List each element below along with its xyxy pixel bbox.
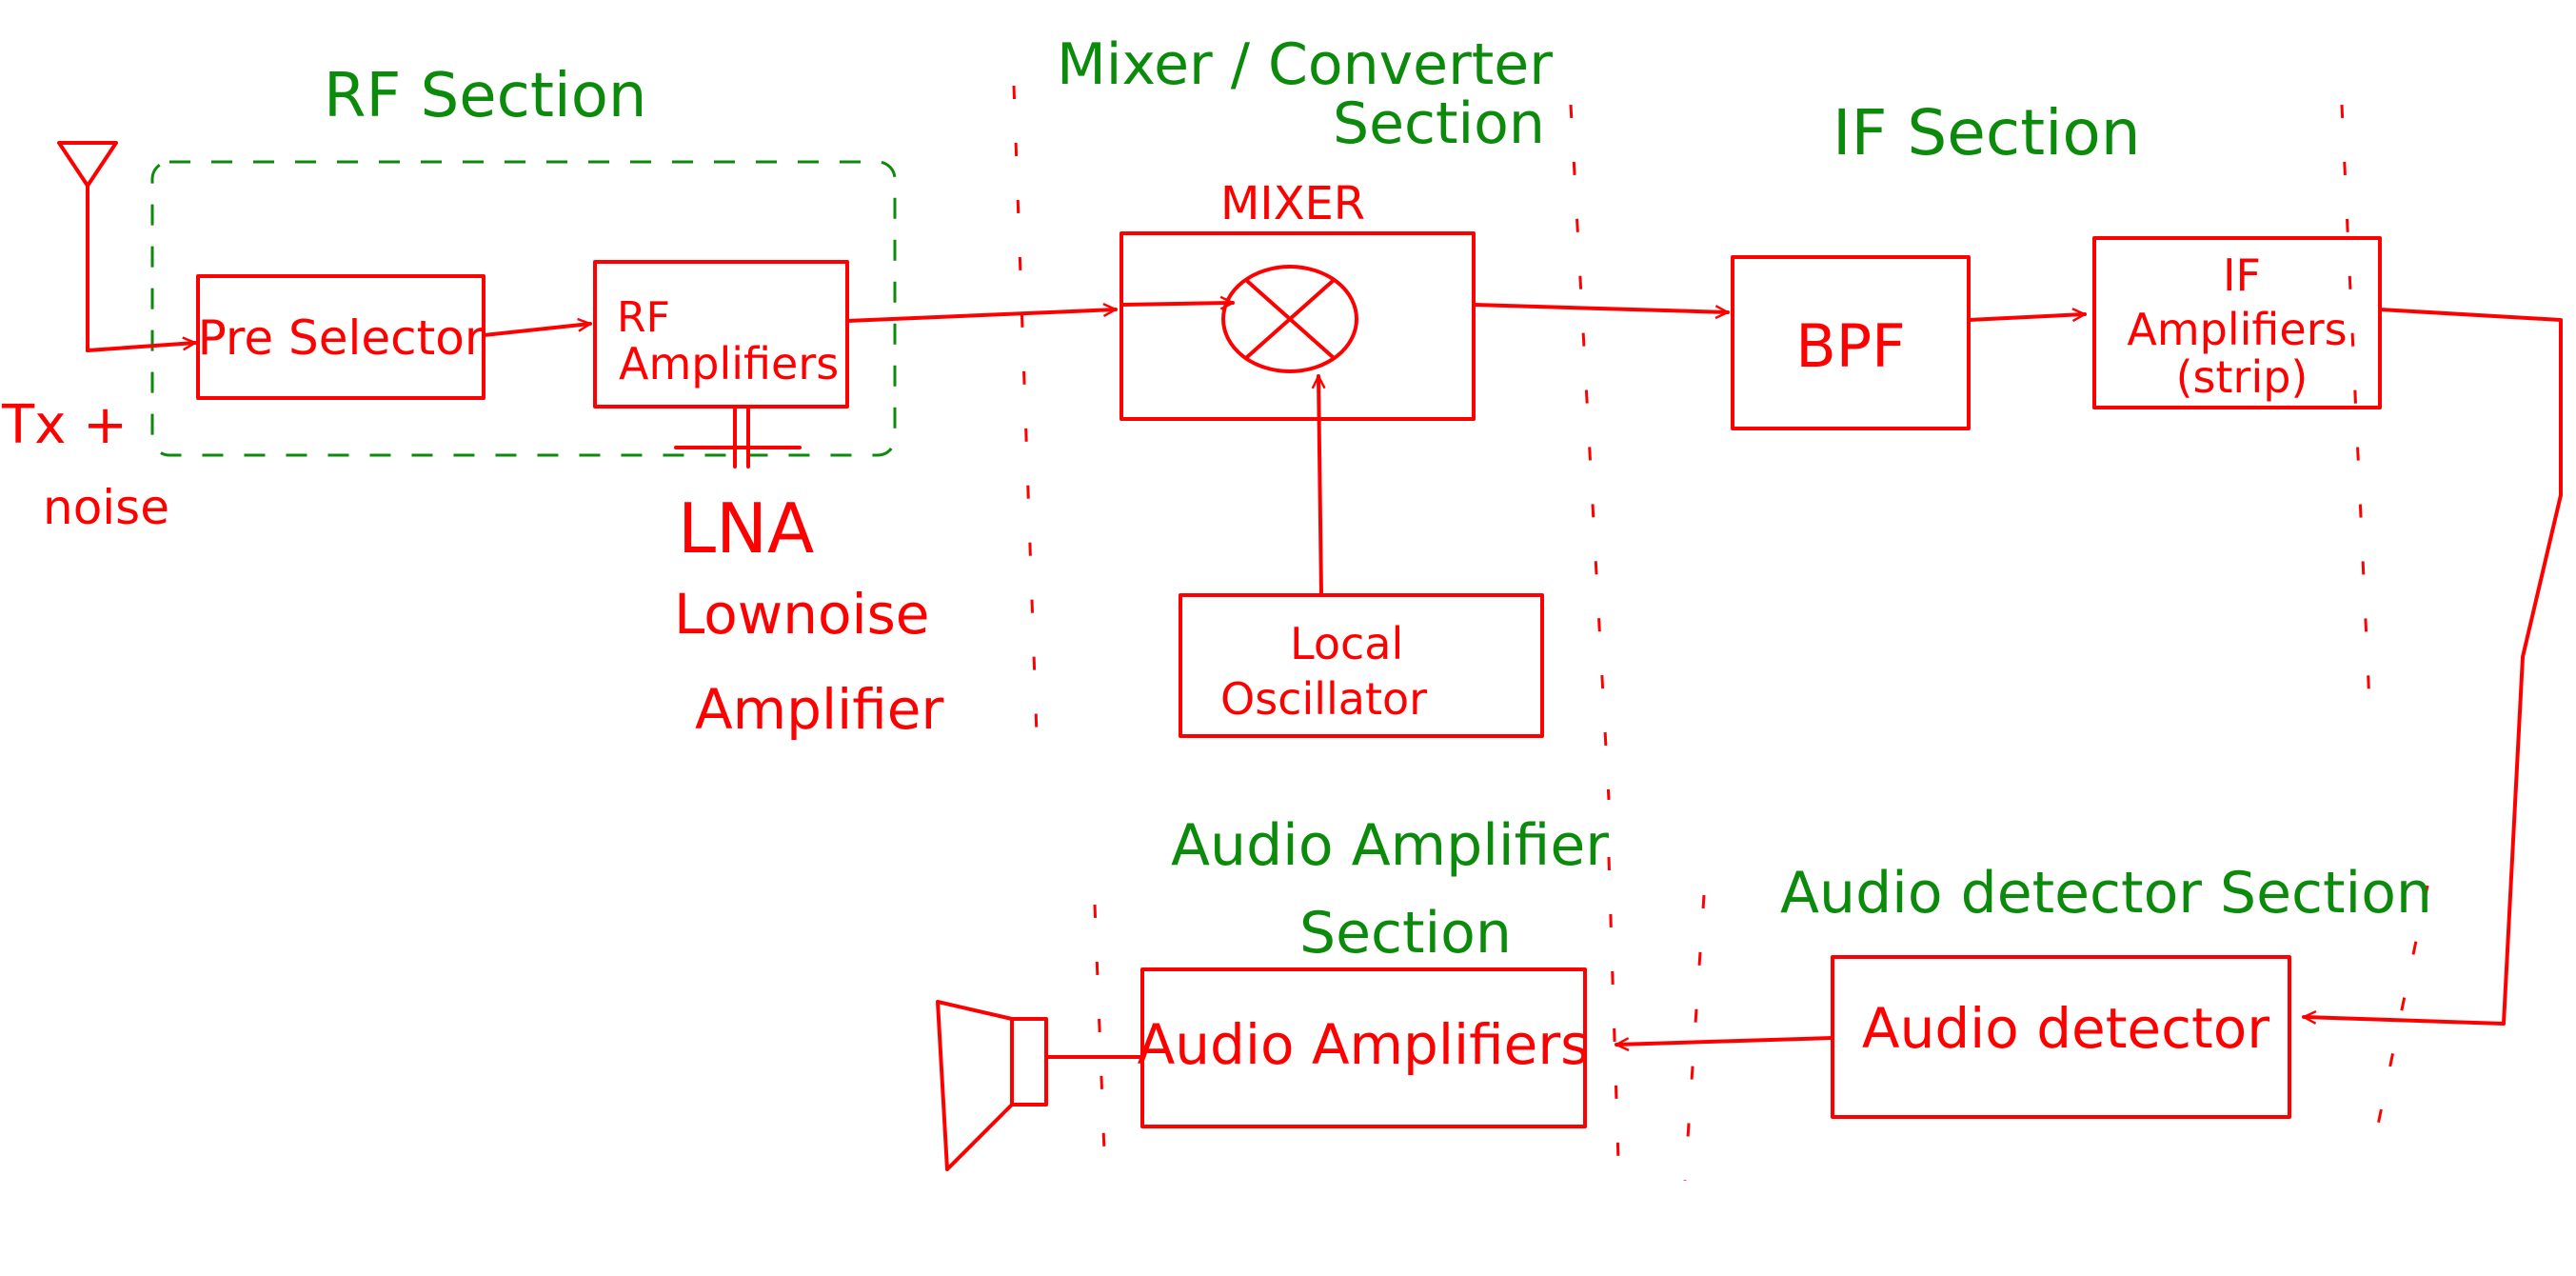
mixer-section-left-boundary (1012, 85, 1040, 763)
mixer-to-bpf-arrow (1472, 303, 1730, 312)
audio-detector-to-audio-amp-arrow (1615, 1036, 1834, 1045)
audio-amplifier-label: Audio Amplifiers (1138, 1012, 1590, 1077)
if-amplifier-block (2092, 236, 2382, 409)
lna-fullname-line2: Amplifier (695, 677, 943, 742)
if-amplifier-label-line2: Amplifiers (2127, 304, 2347, 355)
if-amplifier-label-line1: IF (2223, 249, 2261, 301)
input-label-line1: Tx + (1, 394, 128, 456)
local-oscillator-label-line1: Local (1290, 618, 1403, 669)
rf-section-label: RF Section (324, 61, 646, 131)
mixer-input-arrow (1120, 303, 1235, 305)
audio-amplifier-block (1140, 967, 1587, 1128)
mixer-section-right-boundary (1569, 104, 1611, 801)
if-amp-to-audio-detector-arrow (2302, 308, 2563, 1026)
bpf-block (1731, 255, 1971, 430)
if-amplifier-label-line3: (strip) (2176, 351, 2308, 403)
mixer-section-label-line2: Section (1333, 90, 1545, 157)
mixer-block (1120, 231, 1476, 421)
rf-section-boundary (150, 160, 897, 457)
bpf-to-if-amp-arrow (1967, 314, 2087, 320)
audio-amp-section-right-boundary (1607, 856, 1620, 1163)
mixer-section-label-line1: Mixer / Converter (1057, 31, 1553, 98)
rf-amp-to-mixer-arrow (845, 309, 1118, 323)
audio-amp-section-label-line1: Audio Amplifier (1171, 812, 1609, 879)
audio-det-section-label: Audio detector Section (1780, 860, 2432, 927)
audio-det-section-left-boundary (1683, 894, 1706, 1182)
local-oscillator-block (1179, 593, 1544, 738)
audio-det-section-right-boundary (2368, 885, 2429, 1163)
preselector-to-rf-amp-arrow (482, 324, 590, 337)
audio-amp-section-label-line2: Section (1299, 900, 1512, 967)
rf-amplifier-label-line1: RF (617, 293, 670, 342)
lna-label: LNA (678, 488, 814, 568)
if-section-label: IF Section (1833, 96, 2141, 169)
rf-amplifier-label-line2: Amplifiers (619, 338, 839, 389)
mixer-label: MIXER (1220, 177, 1365, 230)
lna-marker (674, 408, 802, 469)
if-section-right-boundary (2340, 104, 2372, 725)
audio-detector-label: Audio detector (1862, 996, 2269, 1061)
local-osc-to-mixer-arrow (1318, 374, 1321, 597)
lna-fullname-line1: Lownoise (674, 582, 929, 647)
rf-amplifier-block (593, 260, 849, 409)
mixer-multiply-icon (1221, 265, 1358, 373)
antenna-to-preselector-arrow (86, 343, 195, 352)
bpf-label: BPF (1795, 311, 1906, 381)
antenna-icon (57, 141, 118, 352)
local-oscillator-label-line2: Oscillator (1220, 673, 1427, 725)
input-label-line2: noise (43, 480, 169, 535)
pre-selector-label: Pre Selector (198, 310, 485, 366)
audio-amp-section-left-boundary (1093, 904, 1106, 1153)
speaker-icon (936, 1000, 1048, 1171)
